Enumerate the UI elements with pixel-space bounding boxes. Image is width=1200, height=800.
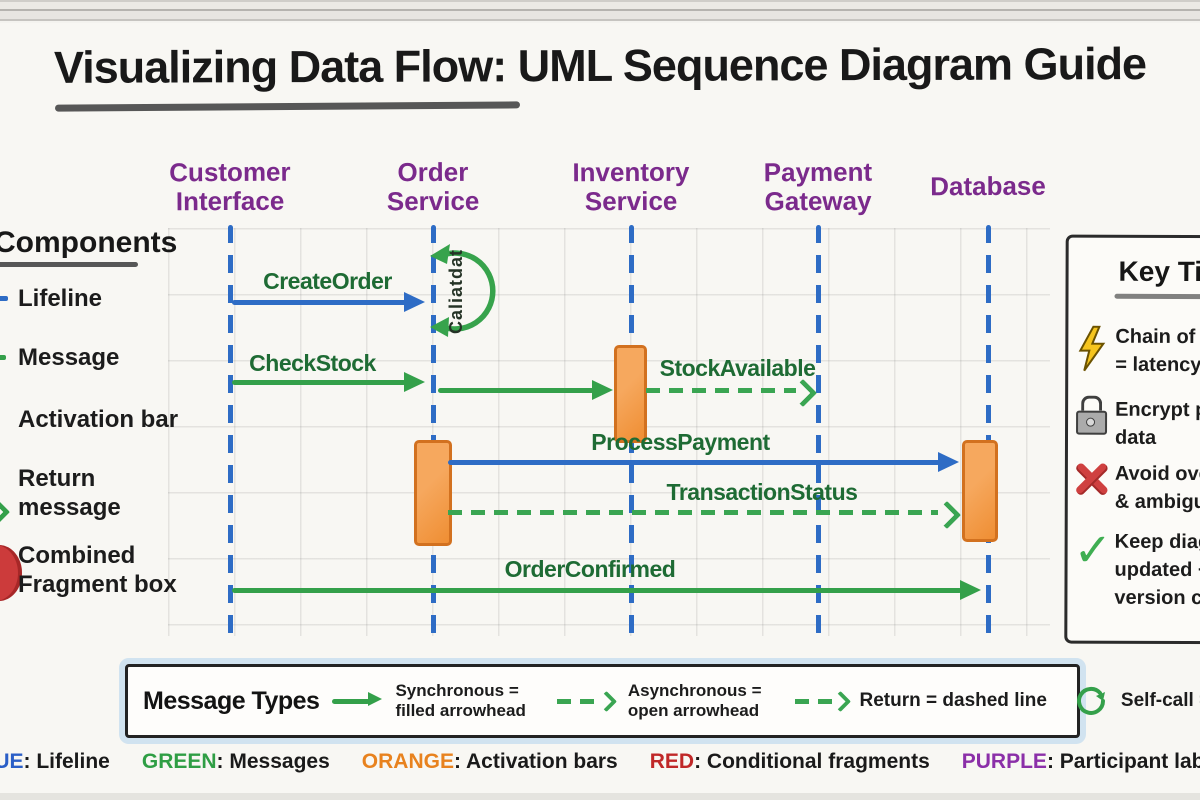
message-arrow-createorder [232,300,408,305]
components-item-lifeline: Lifeline [18,285,103,312]
components-underline [0,262,138,267]
fragment-icon [0,545,22,601]
self-call-label: Caliatdat [446,248,466,334]
arrowhead-createorder [404,292,425,312]
cross-icon [1074,460,1112,498]
legend-purple: PURPLE: Participant labels [961,750,1200,773]
color-legend: BLUE: Lifeline GREEN: Messages ORANGE: A… [0,750,1200,774]
message-arrow-processpayment [448,460,940,465]
activation-bar-order [414,440,452,546]
lifeline-payment-gateway [816,225,821,635]
legend-self-call: Self-call = circular arrow [1120,689,1200,711]
key-tips-header: Key Tip [1118,255,1200,288]
activation-bar-database [962,440,998,542]
participant-order-service: Order Service [386,156,480,217]
dashed-arrow-icon [794,690,851,713]
lock-icon [1076,395,1108,435]
circular-arrow-icon [1076,686,1105,715]
components-item-activation-bar: Activation bar [18,406,179,433]
dashed-arrow-icon [556,690,617,713]
message-label-transactionstatus: TransactionStatus [666,479,858,505]
activation-bar-inventory [614,345,647,443]
participant-payment-gateway: Payment Gateway [763,156,873,217]
message-arrow-checkstock-2 [438,388,594,393]
arrowhead-orderconfirmed [960,580,981,600]
key-tip-updated: Keep diagra updated + u version con [1114,530,1200,610]
key-tip-avoid: Avoid overc & ambiguou [1114,462,1200,514]
whiteboard-bottom-frame [0,793,1200,800]
message-label-processpayment: ProcessPayment [591,429,770,455]
message-types-title: Message Types [143,686,320,715]
key-tip-encrypt: Encrypt pa data [1114,398,1200,449]
components-item-message: Message [18,344,120,371]
components-item-combined-fragment: Combined Fragment box [18,542,177,598]
message-arrow-orderconfirmed [232,588,962,593]
key-tips-underline [1114,293,1200,300]
key-tip-latency: Chain of sy = latency [1115,325,1200,377]
arrowhead-checkstock [404,372,425,392]
return-arrow-icon [0,497,11,527]
lifeline-customer-interface [228,225,233,635]
key-tips-box: Key Tip Chain of sy = latency Encrypt pa… [1064,234,1200,645]
message-arrow-checkstock [232,380,406,385]
message-label-orderconfirmed: OrderConfirmed [504,556,676,582]
message-types-box: Message Types Synchronous = filled arrow… [125,664,1200,738]
diagram-grid [168,228,1050,636]
legend-synchronous: Synchronous = filled arrowhead [395,680,526,720]
message-icon [0,355,6,360]
components-header: Components [0,226,178,259]
page-title: Visualizing Data Flow: UML Sequence Diag… [53,38,1147,93]
participant-customer-interface: Customer Interface [169,156,291,217]
legend-blue: BLUE: Lifeline [0,750,110,773]
participant-database: Database [930,170,1046,202]
solid-arrow-icon [332,691,383,711]
message-arrow-stockavailable [646,388,796,393]
lightning-icon [1078,325,1106,372]
message-arrow-transactionstatus [448,510,938,515]
check-icon: ✓ [1073,522,1113,577]
components-item-return-message: Return message [18,465,121,521]
arrowhead-processpayment [938,452,959,472]
legend-green: GREEN: Messages [141,750,330,773]
whiteboard-top-frame [0,0,1200,23]
arrowhead-checkstock-2 [592,380,613,400]
participant-inventory-service: Inventory Service [572,156,690,217]
message-label-createorder: CreateOrder [263,268,392,294]
legend-red: RED: Conditional fragments [649,750,930,773]
self-call-loop-icon [430,244,496,337]
title-underline [54,101,521,112]
legend-asynchronous: Asynchronous = open arrowhead [627,680,762,720]
legend-return: Return = dashed line [859,689,1047,711]
message-label-checkstock: CheckStock [249,350,376,376]
legend-orange: ORANGE: Activation bars [361,750,618,773]
message-label-stockavailable: StockAvailable [659,355,816,381]
lifeline-icon [0,296,8,301]
lifeline-order-service [431,225,436,635]
lifeline-database [986,225,991,635]
